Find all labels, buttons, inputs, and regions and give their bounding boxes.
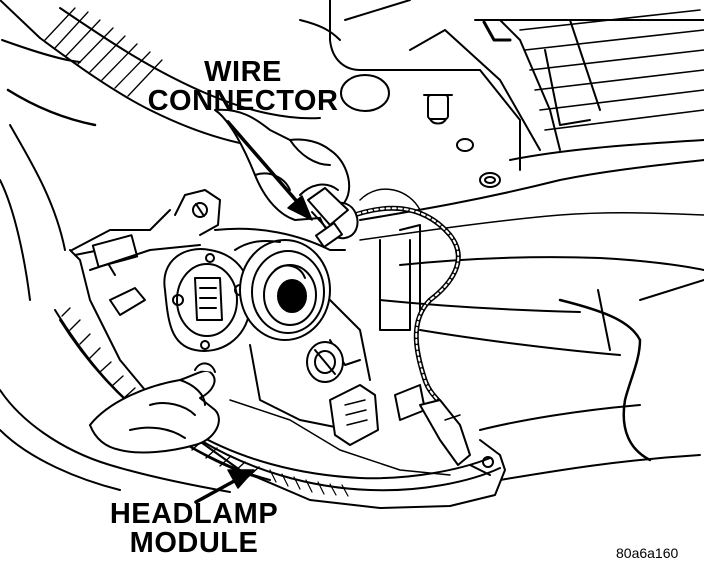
headlamp-module-label: HEADLAMP MODULE — [74, 500, 314, 558]
wire-connector-label-line1: WIRE — [204, 56, 282, 88]
arrow-wire-connector — [226, 120, 313, 221]
hand-lower — [89, 362, 220, 454]
arrow-headlamp-module — [194, 469, 255, 504]
vehicle-body — [0, 0, 704, 493]
figure-code: 80a6a160 — [616, 545, 679, 561]
headlamp-module-label-line2: MODULE — [129, 527, 259, 559]
wire-connector-label: WIRE CONNECTOR — [138, 58, 348, 116]
headlamp-module-label-line1: HEADLAMP — [109, 498, 279, 530]
wire-harness — [343, 188, 461, 413]
wire-connector-label-line2: CONNECTOR — [147, 85, 339, 117]
hand-upper — [214, 108, 359, 249]
headlamp-module — [54, 189, 506, 509]
